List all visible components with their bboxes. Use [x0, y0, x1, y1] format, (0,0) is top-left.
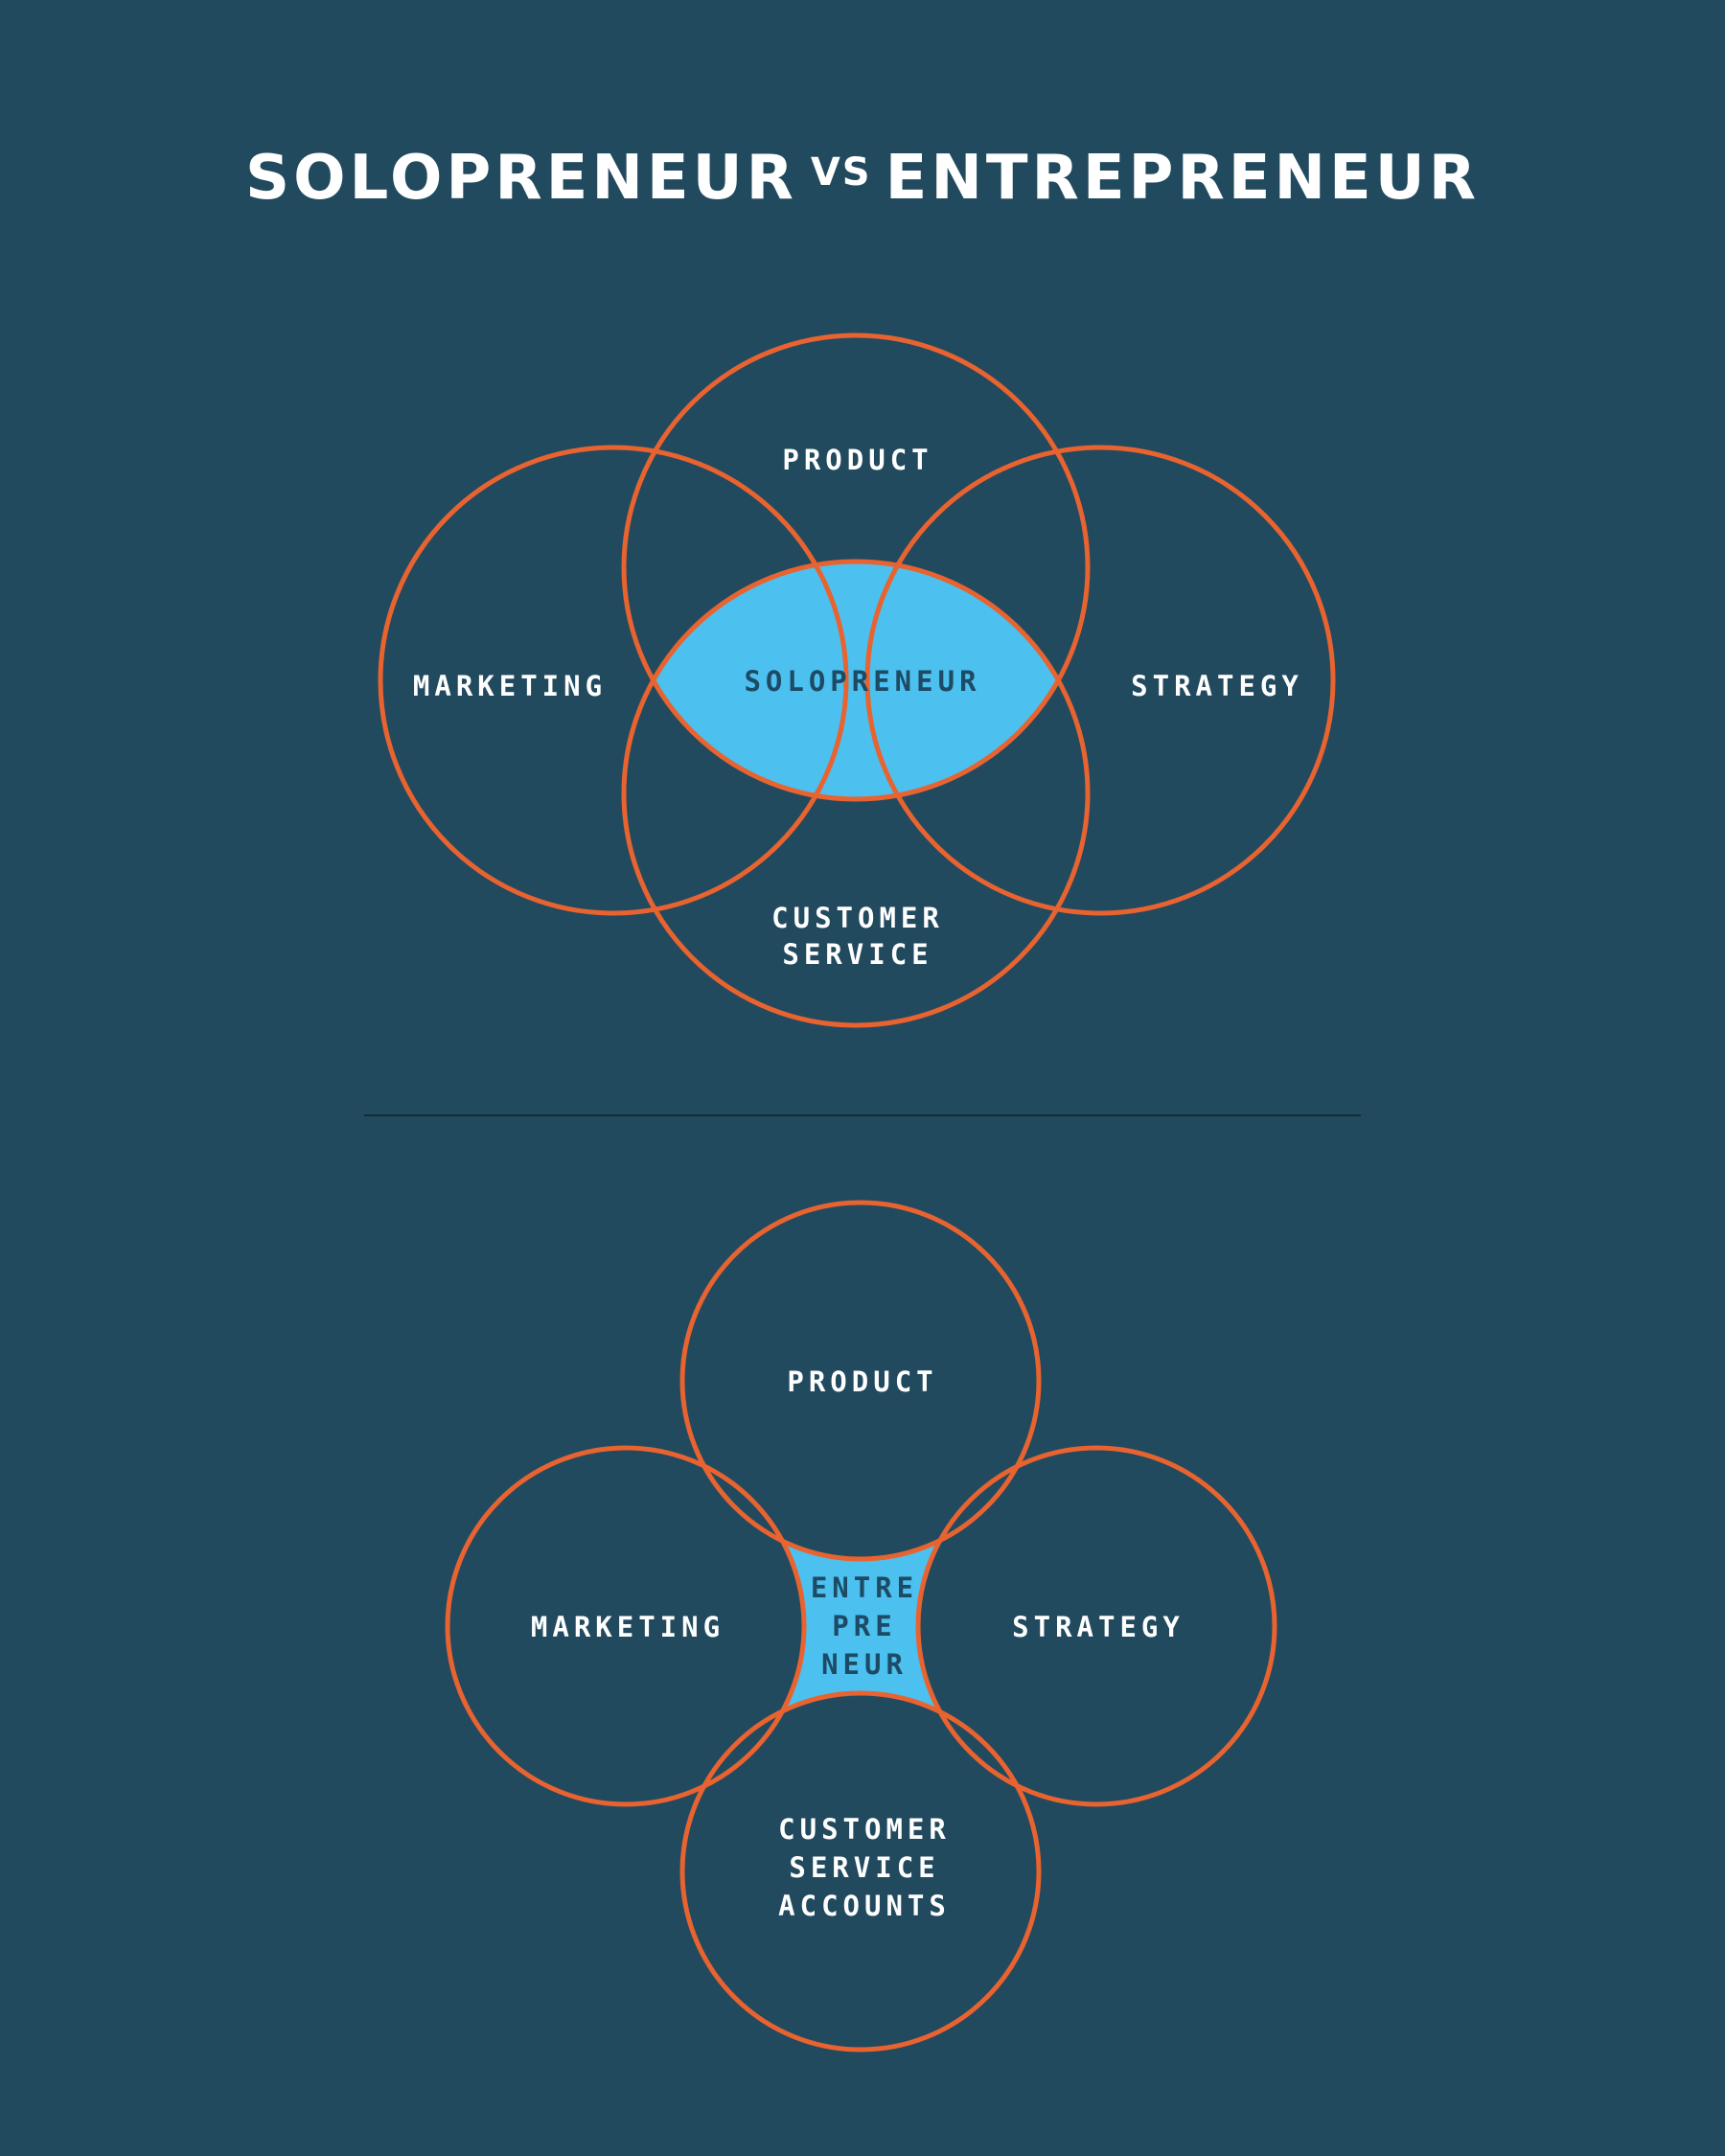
entrepreneur-center-label-line2: PRE — [832, 1610, 896, 1642]
entrepreneur-overlap-base — [783, 1544, 942, 1713]
solopreneur-overlap-region — [624, 562, 1088, 799]
entrepreneur-venn: PRODUCT MARKETING STRATEGY ENTRE PRE NEU… — [445, 1200, 1277, 2053]
entrepreneur-customer-label-line2: SERVICE — [789, 1851, 939, 1884]
entrepreneur-strategy-label: STRATEGY — [1012, 1611, 1184, 1643]
solopreneur-product-label: PRODUCT — [782, 444, 932, 476]
entrepreneur-mask-right — [918, 1448, 1275, 1804]
page-title: SOLOPRENEUR VS ENTREPRENEUR — [0, 134, 1725, 217]
entrepreneur-center-label-line3: NEUR — [821, 1648, 908, 1681]
title-vs: VS — [810, 150, 872, 195]
title-entrepreneur: ENTREPRENEUR — [885, 143, 1480, 214]
entrepreneur-center-label-line1: ENTRE — [811, 1571, 918, 1604]
solopreneur-marketing-circle — [378, 445, 849, 916]
entrepreneur-mask-top — [682, 1203, 1039, 1559]
solopreneur-venn: PRODUCT MARKETING STRATEGY SOLOPRENEUR C… — [378, 333, 1336, 1028]
solopreneur-center-label: SOLOPRENEUR — [744, 665, 980, 698]
entrepreneur-customer-label-line3: ACCOUNTS — [778, 1890, 951, 1922]
solopreneur-customer-label-line2: SERVICE — [782, 938, 932, 971]
entrepreneur-marketing-circle — [445, 1445, 807, 1807]
solopreneur-marketing-label: MARKETING — [413, 670, 607, 702]
section-divider — [364, 1114, 1361, 1116]
solopreneur-strategy-circle — [864, 445, 1336, 916]
entrepreneur-mask-bottom — [682, 1693, 1039, 2050]
solopreneur-product-circle — [621, 333, 1091, 802]
entrepreneur-marketing-label: MARKETING — [531, 1611, 724, 1643]
entrepreneur-strategy-circle — [915, 1445, 1277, 1807]
solopreneur-overlap-fill — [624, 562, 1088, 799]
solopreneur-customer-service-circle — [621, 559, 1091, 1028]
entrepreneur-customer-label-line1: CUSTOMER — [778, 1813, 951, 1846]
solopreneur-strategy-label: STRATEGY — [1131, 670, 1303, 702]
entrepreneur-mask-left — [448, 1448, 804, 1804]
entrepreneur-customer-circle — [679, 1690, 1042, 2053]
title-solopreneur: SOLOPRENEUR — [245, 143, 797, 214]
entrepreneur-product-circle — [679, 1200, 1042, 1562]
solopreneur-customer-label-line1: CUSTOMER — [771, 902, 944, 934]
entrepreneur-product-label: PRODUCT — [787, 1365, 937, 1398]
